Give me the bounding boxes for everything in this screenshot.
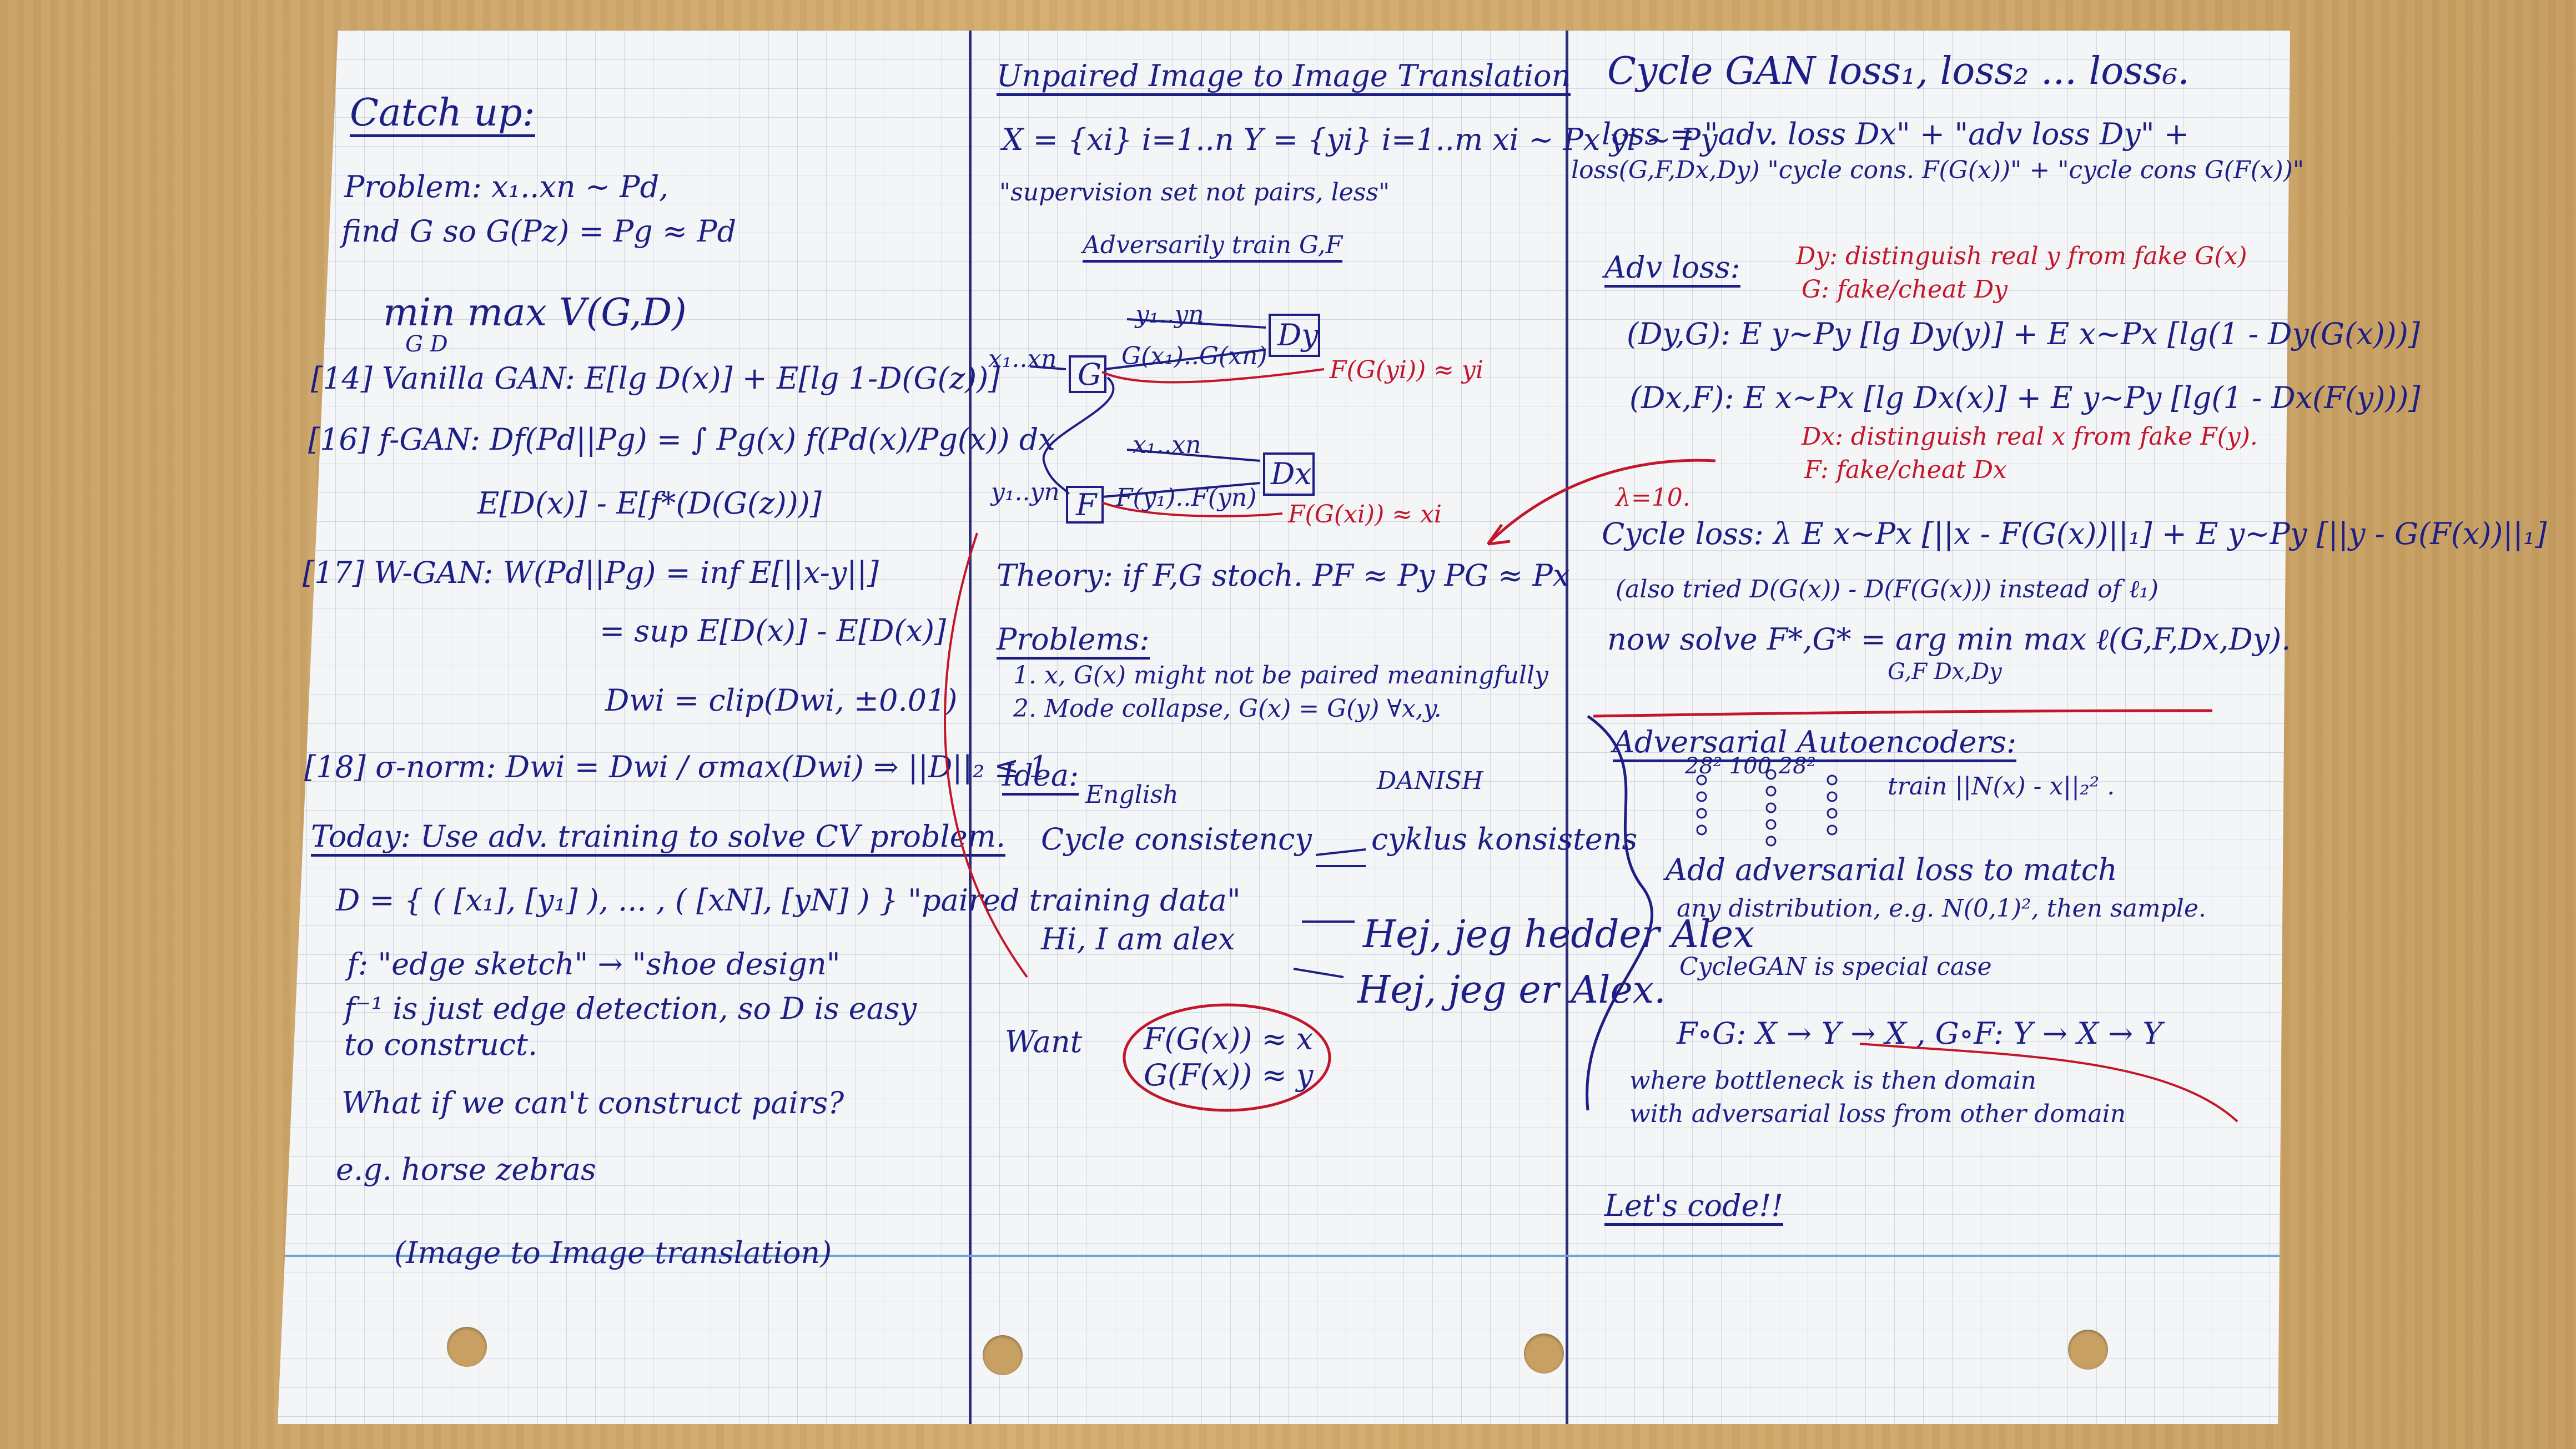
f-inverse-line-1: f⁻¹ is just edge detection, so D is easy: [344, 991, 917, 1026]
cycle-consistency-da: cyklus konsistens: [1371, 822, 1638, 857]
vanilla-gan-line: [14] Vanilla GAN: E[lg D(x)] + E[lg 1-D(…: [311, 361, 1000, 396]
problem-item-1: 1. x, G(x) might not be paired meaningfu…: [1013, 661, 1548, 690]
adversarial-autoencoders-heading: Adversarial Autoencoders:: [1613, 727, 2017, 762]
diagram-x-input: x₁..xn: [988, 345, 1057, 373]
now-solve-line: now solve F*,G* = arg min max ℓ(G,F,Dx,D…: [1607, 622, 2291, 657]
diagram-fy-row: F(y₁)..F(yn): [1116, 484, 1257, 512]
g-description: G: fake/cheat Dy: [1802, 275, 2008, 304]
margin-line: [278, 1255, 2290, 1257]
want-line-2: G(F(x)) ≈ y: [1144, 1058, 1314, 1093]
diagram-y-input: y₁..yn: [991, 478, 1060, 506]
column-divider-right: [1566, 31, 1568, 1424]
diagram-x-row: x₁..xn: [1133, 431, 1201, 459]
want-label: Want: [1005, 1024, 1083, 1059]
discriminator-dy-box: Dy: [1269, 314, 1320, 357]
idea-heading: Idea:: [1002, 761, 1079, 796]
today-heading: Today: Use adv. training to solve CV pro…: [311, 822, 1006, 857]
problems-heading: Problems:: [997, 625, 1150, 660]
lets-code-line: Let's code!!: [1604, 1191, 1783, 1226]
english-label: English: [1085, 781, 1179, 809]
diagram-gx-row: G(x₁)..G(xn): [1121, 342, 1267, 370]
problem-line-2: find G so G(Pz) = Pg ≈ Pd: [341, 214, 737, 249]
also-tried-line: (also tried D(G(x)) - D(F(G(x))) instead…: [1616, 575, 2159, 603]
now-solve-subscripts: G,F Dx,Dy: [1888, 659, 2002, 685]
dx-f-objective: (Dx,F): E x~Px [lg Dx(x)] + E y~Py [lg(1…: [1629, 380, 2421, 415]
danish-label: DANISH: [1377, 767, 1483, 795]
ae-layer-dims: 28² 100 28²: [1685, 753, 1816, 779]
punch-hole: [983, 1335, 1023, 1375]
ae-train-line: train ||N(x) - x||₂² .: [1888, 772, 2115, 801]
discriminator-dx-box: Dx: [1263, 452, 1315, 496]
theory-line: Theory: if F,G stoch. PF ≈ Py PG ≈ Px: [997, 558, 1570, 593]
w-gan-line-2: = sup E[D(x)] - E[D(x)]: [600, 613, 947, 648]
want-line-1: F(G(x)) ≈ x: [1144, 1022, 1314, 1056]
punch-hole: [447, 1327, 487, 1367]
diagram-output-bottom: F(G(xi)) ≈ xi: [1288, 500, 1442, 529]
danish-hej-line-2: Hej, jeg er Alex.: [1357, 968, 1666, 1012]
danish-hej-line-1: Hej, jeg hedder Alex: [1363, 913, 1755, 957]
f-label: F: [1076, 487, 1097, 522]
right-title: Cycle GAN loss₁, loss₂ ... loss₆.: [1607, 49, 2190, 93]
punch-hole: [1524, 1334, 1564, 1373]
f-gan-line-2: E[D(x)] - E[f*(D(G(z)))]: [477, 486, 822, 521]
loss-line-2: loss(G,F,Dx,Dy) "cycle cons. F(G(x))" + …: [1571, 156, 2305, 184]
sets-line: X = {xi} i=1..n Y = {yi} i=1..m xi ~ Px …: [1002, 122, 1718, 157]
diagram-y-row: y₁..yn: [1135, 300, 1204, 329]
f-mapping-line: f: "edge sketch" → "shoe design": [347, 947, 841, 982]
bottleneck-line-1: where bottleneck is then domain: [1629, 1066, 2036, 1095]
paired-dataset-line: D = { ( [x₁], [y₁] ), ... , ( [xN], [yN]…: [336, 883, 1241, 918]
cycle-loss-line: Cycle loss: λ E x~Px [||x - F(G(x))||₁] …: [1602, 516, 2547, 551]
composition-line: F∘G: X → Y → X , G∘F: Y → X → Y: [1677, 1016, 2163, 1051]
middle-title: Unpaired Image to Image Translation: [997, 61, 1571, 96]
w-gan-line-1: [17] W-GAN: W(Pd||Pg) = inf E[||x-y||]: [303, 555, 879, 590]
example-line: e.g. horse zebras: [336, 1152, 596, 1187]
what-if-line: What if we can't construct pairs?: [341, 1085, 844, 1120]
g-label: G: [1078, 357, 1102, 392]
adversarial-train-line: Adversarily train G,F: [1083, 233, 1343, 263]
dx-label: Dx: [1271, 456, 1312, 491]
ae-distribution-line: any distribution, e.g. N(0,1)², then sam…: [1677, 894, 2206, 923]
f-description: F: fake/cheat Dx: [1804, 456, 2007, 484]
cyclegan-special-line: CycleGAN is special case: [1679, 953, 1992, 981]
generator-f-box: F: [1066, 486, 1104, 524]
minmax-subscripts: G D: [405, 331, 448, 357]
f-inverse-line-2: to construct.: [344, 1027, 538, 1062]
dy-description: Dy: distinguish real y from fake G(x): [1796, 242, 2247, 270]
column-divider-left: [969, 31, 972, 1424]
sigma-norm-line: [18] σ-norm: Dwi = Dwi / σmax(Dwi) ⇒ ||D…: [304, 749, 1048, 784]
diagram-output-top: F(G(yi)) ≈ yi: [1330, 356, 1484, 384]
dx-description: Dx: distinguish real x from fake F(y).: [1802, 422, 2258, 451]
problem-line-1: Problem: x₁..xn ~ Pd,: [344, 169, 669, 204]
lambda-note: λ=10.: [1616, 484, 1690, 512]
bottleneck-line-2: with adversarial loss from other domain: [1629, 1100, 2126, 1128]
minmax-objective: min max V(G,D): [383, 291, 687, 335]
dy-g-objective: (Dy,G): E y~Py [lg Dy(y)] + E x~Px [lg(1…: [1627, 316, 2420, 351]
generator-g-box: G: [1069, 355, 1106, 393]
image-translation-note: (Image to Image translation): [394, 1235, 832, 1270]
english-hi-line: Hi, I am alex: [1041, 922, 1235, 957]
left-title: Catch up:: [350, 94, 535, 137]
problem-item-2: 2. Mode collapse, G(x) = G(y) ∀x,y.: [1013, 695, 1442, 723]
f-gan-line-1: [16] f-GAN: Df(Pd||Pg) = ∫ Pg(x) f(Pd(x)…: [308, 422, 1055, 457]
punch-hole: [2068, 1330, 2108, 1370]
cycle-consistency-en: Cycle consistency: [1041, 822, 1312, 857]
ae-add-line: Add adversarial loss to match: [1666, 852, 2117, 887]
w-gan-clip-line: Dwi = clip(Dwi, ±0.01): [605, 683, 958, 718]
loss-line-1: loss = "adv. loss Dx" + "adv loss Dy" +: [1602, 117, 2190, 152]
adv-loss-heading: Adv loss:: [1604, 253, 1740, 288]
grid-paper-sheet: [278, 31, 2290, 1424]
supervision-note: "supervision set not pairs, less": [999, 178, 1390, 207]
dy-label: Dy: [1277, 318, 1319, 353]
